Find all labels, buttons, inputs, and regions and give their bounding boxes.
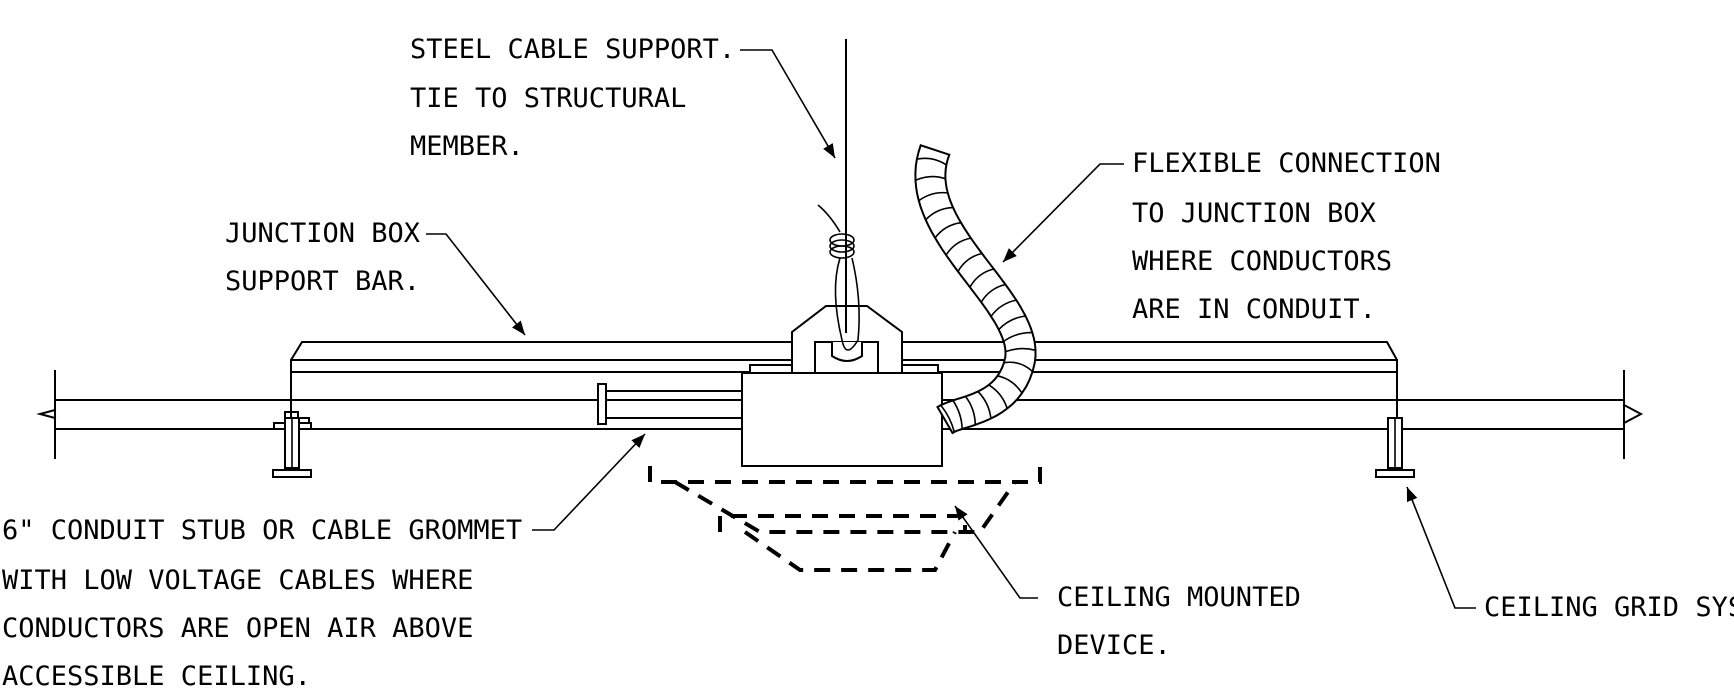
- junction-box: [741, 364, 943, 467]
- flexible-conduit-segment: [952, 400, 963, 430]
- flexible-conduit-outline: [914, 144, 1037, 435]
- label-flexible-3: WHERE CONDUCTORS: [1132, 246, 1392, 277]
- flexible-conduit-segment: [1003, 331, 1033, 343]
- bar-hanger-clip-right: [1387, 417, 1403, 469]
- flexible-conduit-segment: [964, 395, 977, 425]
- leader-ceiling-device: [954, 505, 1038, 599]
- flexible-conduit-segment: [1005, 347, 1036, 353]
- flexible-conduit-segment: [988, 384, 1008, 409]
- leader-ceiling-grid: [1406, 486, 1476, 609]
- flexible-conduit-segment: [998, 315, 1026, 331]
- leader-steel-cable: [740, 49, 836, 159]
- label-flexible-2: TO JUNCTION BOX: [1132, 198, 1376, 229]
- label-ceiling-device-2: DEVICE.: [1057, 630, 1171, 661]
- conduit-stub: [597, 383, 743, 425]
- label-conduit-stub-4: ACCESSIBLE CEILING.: [2, 661, 311, 692]
- ceiling-mounted-device: [648, 466, 1042, 572]
- label-steel-cable-1: STEEL CABLE SUPPORT.: [410, 34, 735, 65]
- flexible-conduit-segment: [915, 175, 946, 182]
- label-conduit-stub-2: WITH LOW VOLTAGE CABLES WHERE: [2, 565, 473, 596]
- flexible-conduit-segment: [980, 283, 1006, 303]
- label-flexible-1: FLEXIBLE CONNECTION: [1132, 148, 1441, 179]
- flexible-conduit-segment: [934, 221, 962, 239]
- flexible-conduit: [914, 144, 1037, 435]
- label-conduit-stub-1: 6" CONDUIT STUB OR CABLE GROMMET: [2, 515, 522, 546]
- flexible-conduit-segment: [925, 206, 954, 221]
- leader-flexible: [1002, 163, 1124, 263]
- label-steel-cable-3: MEMBER.: [410, 131, 524, 162]
- flexible-conduit-segment: [990, 299, 1017, 317]
- flexible-conduit-segment: [997, 375, 1023, 394]
- flexible-conduit-segment: [945, 237, 971, 256]
- flexible-conduit-segment: [916, 157, 947, 166]
- label-flexible-4: ARE IN CONDUIT.: [1132, 294, 1376, 325]
- label-steel-cable-2: TIE TO STRUCTURAL: [410, 83, 686, 114]
- label-conduit-stub-3: CONDUCTORS ARE OPEN AIR ABOVE: [2, 613, 473, 644]
- leader-junction-bar: [426, 233, 526, 336]
- label-ceiling-grid: CEILING GRID SYSTEM: [1484, 592, 1734, 623]
- flexible-conduit-segment: [977, 390, 992, 419]
- flexible-conduit-segment: [969, 268, 994, 288]
- label-junction-bar-1: JUNCTION BOX: [225, 218, 420, 249]
- bar-hanger-clip-left: [284, 417, 300, 469]
- flexible-conduit-segment: [940, 404, 956, 433]
- flexible-conduit-segment: [918, 191, 948, 202]
- cable-clamp-bracket: [791, 305, 903, 374]
- label-ceiling-device-1: CEILING MOUNTED: [1057, 582, 1301, 613]
- leader-conduit-stub: [532, 433, 646, 531]
- flexible-conduit-segment: [957, 252, 983, 272]
- flexible-conduit-segment: [1003, 361, 1034, 373]
- steel-cable: [817, 39, 860, 351]
- label-junction-bar-2: SUPPORT BAR.: [225, 266, 420, 297]
